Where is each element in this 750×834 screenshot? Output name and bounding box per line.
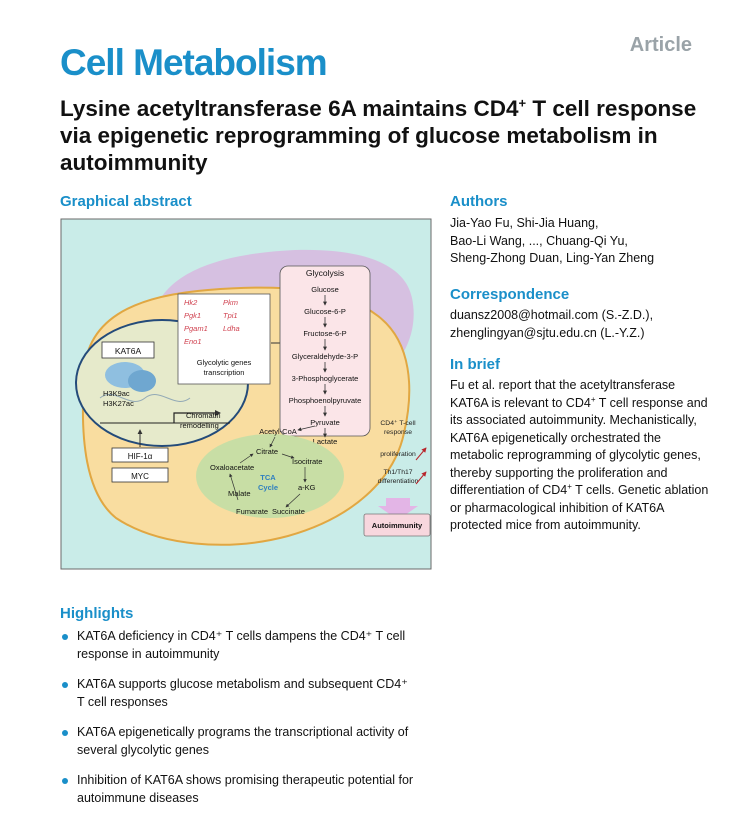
gene-ldha: Ldha bbox=[223, 324, 240, 333]
in-brief-text: Fu et al. report that the acetyltransfer… bbox=[450, 377, 712, 535]
tca-citrate: Citrate bbox=[256, 447, 278, 456]
acetyl-coa-label: Acetyl-CoA bbox=[259, 427, 297, 436]
response-label-2: response bbox=[384, 429, 412, 436]
glycolysis-step: Glyceraldehyde-3-P bbox=[292, 352, 358, 361]
myc-box bbox=[111, 467, 169, 483]
dna-helix bbox=[99, 394, 191, 402]
tca-label-2: Cycle bbox=[258, 483, 278, 492]
in-brief-part-2: T cell response and its associated autoi… bbox=[450, 395, 708, 498]
kat6a-box bbox=[101, 341, 155, 359]
bullet-icon bbox=[62, 634, 68, 640]
tca-label-1: TCA bbox=[260, 473, 276, 482]
tca-akg: a-KG bbox=[298, 483, 316, 492]
highlight-item: KAT6A deficiency in CD4⁺ T cells dampens… bbox=[60, 628, 450, 663]
gene-pkm: Pkm bbox=[223, 298, 238, 307]
correspondence-emails[interactable]: duansz2008@hotmail.com (S.-Z.D.), zhengl… bbox=[450, 308, 654, 340]
glycolysis-step: Pyruvate bbox=[310, 418, 340, 427]
pyruvate-to-acetylcoa-arrow bbox=[297, 425, 316, 432]
correspondence-heading: Correspondence bbox=[450, 286, 570, 303]
glycolysis-step: Fructose-6-P bbox=[303, 329, 346, 338]
highlight-text: KAT6A deficiency in CD4⁺ T cells dampens… bbox=[77, 629, 406, 661]
tca-arrow bbox=[229, 473, 239, 501]
paper-title: Lysine acetyltransferase 6A maintains CD… bbox=[60, 95, 700, 176]
myc-label: MYC bbox=[131, 472, 149, 481]
graphical-abstract-figure: KAT6A H3K9ac H3K27ac Hk2 Pgk1 Pgam1 Eno1… bbox=[60, 218, 432, 570]
title-part-2: T cell response via epigenetic reprogram… bbox=[60, 96, 697, 175]
th-label-1: Th1/Th17 bbox=[383, 469, 412, 476]
tca-malate: Malate bbox=[228, 489, 251, 498]
bullet-icon bbox=[62, 682, 68, 688]
author-list: Jia-Yao Fu, Shi-Jia Huang, Bao-Li Wang, … bbox=[450, 216, 655, 265]
gene-eno1: Eno1 bbox=[184, 337, 202, 346]
graphical-abstract-heading: Graphical abstract bbox=[60, 193, 192, 210]
highlight-item: KAT6A supports glucose metabolism and su… bbox=[60, 676, 450, 711]
highlight-text: KAT6A epigenetically programs the transc… bbox=[77, 725, 409, 757]
highlight-item: KAT6A epigenetically programs the transc… bbox=[60, 724, 450, 759]
tca-isocitrate: Isocitrate bbox=[292, 457, 322, 466]
bullet-icon bbox=[62, 730, 68, 736]
in-brief-heading: In brief bbox=[450, 356, 501, 373]
highlight-text: Inhibition of KAT6A shows promising ther… bbox=[77, 773, 414, 805]
tca-arrow bbox=[239, 453, 254, 464]
glycolysis-step: Glucose bbox=[311, 285, 339, 294]
glycolysis-step: Lactate bbox=[313, 437, 338, 446]
chromatin-label-1: Chromatin bbox=[186, 411, 221, 420]
journal-name: Cell Metabolism bbox=[60, 42, 328, 83]
hif-box bbox=[111, 447, 169, 463]
tca-region bbox=[196, 434, 344, 518]
in-brief-part-1: Fu et al. report that the acetyltransfer… bbox=[450, 378, 676, 410]
transcription-arrow bbox=[173, 410, 221, 423]
gene-pgk1: Pgk1 bbox=[184, 311, 201, 320]
response-label-1: CD4⁺ T-cell bbox=[380, 420, 416, 427]
h3k27ac-label: H3K27ac bbox=[103, 399, 134, 408]
tca-succinate: Succinate bbox=[272, 507, 305, 516]
h3k9ac-label: H3K9ac bbox=[103, 389, 130, 398]
gene-pgam1: Pgam1 bbox=[184, 324, 208, 333]
in-brief-sup-1: + bbox=[590, 394, 596, 404]
tca-fumarate: Fumarate bbox=[236, 507, 268, 516]
article-type-label: Article bbox=[629, 34, 692, 56]
chromatin-label-2: remodelling bbox=[180, 421, 219, 430]
tca-arrow bbox=[269, 436, 276, 448]
hif-label: HIF-1α bbox=[128, 452, 153, 461]
proliferation-up-arrow bbox=[415, 447, 427, 461]
glycolysis-title: Glycolysis bbox=[306, 268, 344, 278]
highlights-list: KAT6A deficiency in CD4⁺ T cells dampens… bbox=[60, 628, 450, 820]
nucleosome-2 bbox=[128, 370, 156, 392]
glycolysis-step: Phosphoenolpyruvate bbox=[289, 396, 362, 405]
genes-caption-2: transcription bbox=[204, 368, 245, 377]
title-superscript: + bbox=[518, 95, 527, 111]
autoimmunity-label: Autoimmunity bbox=[372, 521, 423, 530]
glycolysis-step: Glucose-6-P bbox=[304, 307, 346, 316]
differentiation-up-arrow bbox=[415, 471, 427, 485]
glycolytic-genes-box bbox=[177, 293, 271, 385]
in-brief-sup-2: + bbox=[567, 481, 572, 491]
highlight-text: KAT6A supports glucose metabolism and su… bbox=[77, 677, 408, 709]
title-part-1: Lysine acetyltransferase 6A maintains CD… bbox=[60, 96, 519, 121]
tca-arrow bbox=[285, 493, 301, 508]
gene-hk2: Hk2 bbox=[184, 298, 198, 307]
bullet-icon bbox=[62, 778, 68, 784]
kat6a-label: KAT6A bbox=[115, 346, 142, 356]
highlight-item: Inhibition of KAT6A shows promising ther… bbox=[60, 772, 450, 807]
glycolysis-step: 3-Phosphoglycerate bbox=[292, 374, 359, 383]
highlights-heading: Highlights bbox=[60, 605, 134, 622]
authors-heading: Authors bbox=[450, 193, 508, 210]
in-brief-part-3: T cells. Genetic ablation or pharmacolog… bbox=[450, 483, 709, 532]
th-label-2: differentiation bbox=[378, 478, 419, 485]
proliferation-label: proliferation bbox=[380, 451, 416, 458]
tca-oxaloacetate: Oxaloacetate bbox=[210, 463, 254, 472]
downstream-arrow bbox=[378, 498, 418, 520]
autoimmunity-box bbox=[363, 513, 431, 537]
tca-arrow bbox=[281, 453, 295, 459]
genes-caption-1: Glycolytic genes bbox=[197, 358, 252, 367]
gene-tpi1: Tpi1 bbox=[223, 311, 238, 320]
